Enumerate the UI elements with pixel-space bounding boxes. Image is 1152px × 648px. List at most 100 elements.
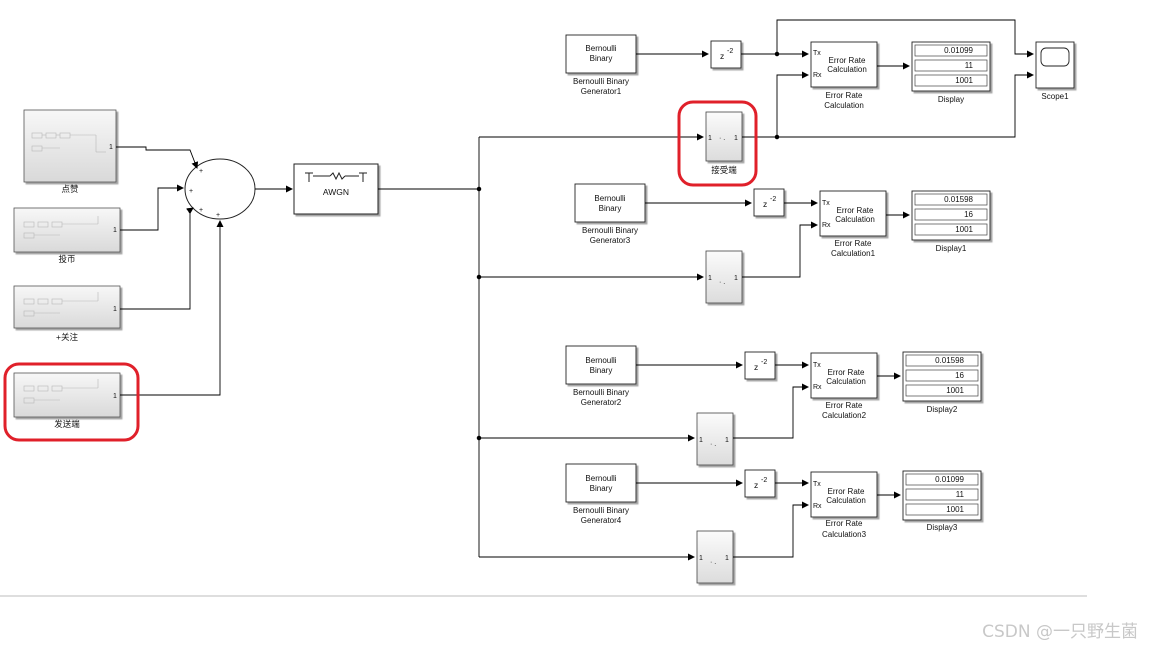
generator-block-text: Bernoulli [585,356,616,365]
display-value: 0.01099 [944,46,973,55]
error-rate-text: Error Rate [828,368,865,377]
scope-screen-icon [1040,47,1070,67]
display-name: Display1 [936,244,967,253]
generator-name: Generator4 [581,516,622,525]
error-rate-text: Calculation [835,215,875,224]
scope-block[interactable]: Scope1 [1035,41,1075,101]
generator-name: Bernoulli Binary [573,77,629,86]
rx-port: Rx [813,503,822,510]
display-value: 16 [964,210,973,219]
awgn-channel-block[interactable]: AWGN [293,163,379,215]
receiver-port-out: 1 [734,275,738,282]
generator-name: Generator1 [581,87,622,96]
subsystem-label: 发送端 [54,419,80,429]
generator-block-text: Binary [599,204,622,213]
display-value: 0.01598 [935,356,964,365]
generator-block-text: Bernoulli [585,44,616,53]
subsystem-thumbnail-icon [23,379,99,404]
awgn-label: AWGN [323,187,349,197]
delay-label: z [754,480,758,490]
subsystem-port-label: 1 [113,227,117,234]
error-rate-block[interactable]: Tx Rx Error Rate Calculation Error Rate … [810,41,878,110]
error-rate-name: Error Rate [826,519,863,528]
rx-port: Rx [822,222,831,229]
delay-label: z [720,51,724,61]
delay-exponent: -2 [761,359,767,366]
error-rate-text: Calculation [826,377,866,386]
subsystem-label: 投币 [58,254,75,264]
delay-block-1[interactable]: z -2 [710,40,742,69]
subsystem-guanzhu[interactable]: 1 +关注 [13,285,121,342]
error-rate-name: Error Rate [826,91,863,100]
sum-sign: + [199,207,203,214]
bernoulli-generator-3[interactable]: Bernoulli Binary Bernoulli Binary Genera… [574,183,646,245]
subsystem-toubi[interactable]: 1 投币 [13,207,121,264]
rx-port: Rx [813,72,822,79]
receiver-thumbnail-icon: · . [719,279,725,286]
display-block-2[interactable]: 0.01598 16 1001 Display2 [902,351,982,414]
delay-label: z [754,362,758,372]
generator-name: Bernoulli Binary [573,506,629,515]
error-rate-name: Error Rate [826,401,863,410]
error-rate-block-1[interactable]: Tx Rx Error Rate Calculation Error Rate … [819,190,887,258]
subsystem-port-label: 1 [109,144,113,151]
error-rate-name: Error Rate [835,239,872,248]
display-block[interactable]: 0.01099 11 1001 Display [911,41,991,104]
receiver-thumbnail-icon: · . [719,135,725,142]
bernoulli-generator-1[interactable]: Bernoulli Binary Bernoulli Binary Genera… [565,34,637,96]
receiver-port-out: 1 [725,437,729,444]
delay-block-3[interactable]: z -2 [744,351,776,380]
signal-lines-trunk [378,133,704,561]
generator-block-text: Binary [590,366,613,375]
signal-lines-right [636,19,1034,558]
subsystem-thumbnail-icon [23,216,99,239]
error-rate-text: Error Rate [828,487,865,496]
generator-name: Generator3 [590,236,631,245]
delay-block-4[interactable]: z -2 [744,469,776,498]
display-value: 16 [955,371,964,380]
display-value: 11 [965,61,974,70]
error-rate-text: Calculation [827,65,867,74]
receiver-subsystem-2[interactable]: 1 1 · . [705,250,743,304]
delay-exponent: -2 [761,477,767,484]
error-rate-block-2[interactable]: Tx Rx Error Rate Calculation Error Rate … [810,352,878,420]
receiver-port-in: 1 [699,555,703,562]
subsystem-dianzan[interactable]: 1 点赞 [23,109,117,194]
bernoulli-generator-2[interactable]: Bernoulli Binary Bernoulli Binary Genera… [565,345,637,407]
error-rate-name: Calculation1 [831,249,876,258]
display-name: Display2 [927,405,958,414]
error-rate-text: Calculation [826,496,866,505]
error-rate-block-3[interactable]: Tx Rx Error Rate Calculation Error Rate … [810,471,878,539]
generator-block-text: Bernoulli [585,474,616,483]
subsystem-label: 点赞 [61,184,79,194]
subsystem-label: +关注 [56,332,78,342]
display-name: Display3 [927,523,958,532]
error-rate-name: Calculation3 [822,530,867,539]
display-value: 1001 [955,76,973,85]
display-value: 1001 [955,225,973,234]
receiver-port-in: 1 [708,275,712,282]
display-value: 11 [956,490,965,499]
subsystem-fasong[interactable]: 1 发送端 [13,372,121,429]
signal-lines-left [116,146,293,396]
generator-block-text: Binary [590,54,613,63]
receiver-label: 接受端 [711,165,737,175]
subsystem-port-label: 1 [113,393,117,400]
display-value: 1001 [946,505,964,514]
delay-block-2[interactable]: z -2 [753,188,785,217]
subsystem-port-label: 1 [113,306,117,313]
sum-sign: + [216,212,220,219]
receiver-subsystem-4[interactable]: 1 1 · . [696,530,734,584]
receiver-port-in: 1 [708,135,712,142]
display-block-1[interactable]: 0.01598 16 1001 Display1 [911,190,991,253]
receiver-subsystem-3[interactable]: 1 1 · . [696,412,734,466]
sum-block[interactable]: + + + + [184,158,256,220]
rx-port: Rx [813,384,822,391]
bernoulli-generator-4[interactable]: Bernoulli Binary Bernoulli Binary Genera… [565,463,637,525]
display-block-3[interactable]: 0.01099 11 1001 Display3 [902,470,982,532]
receiver-subsystem-1[interactable]: 1 1 · . 接受端 [705,111,743,175]
error-rate-name: Calculation2 [822,411,867,420]
tx-port: Tx [813,362,821,369]
receiver-thumbnail-icon: · . [710,441,716,448]
